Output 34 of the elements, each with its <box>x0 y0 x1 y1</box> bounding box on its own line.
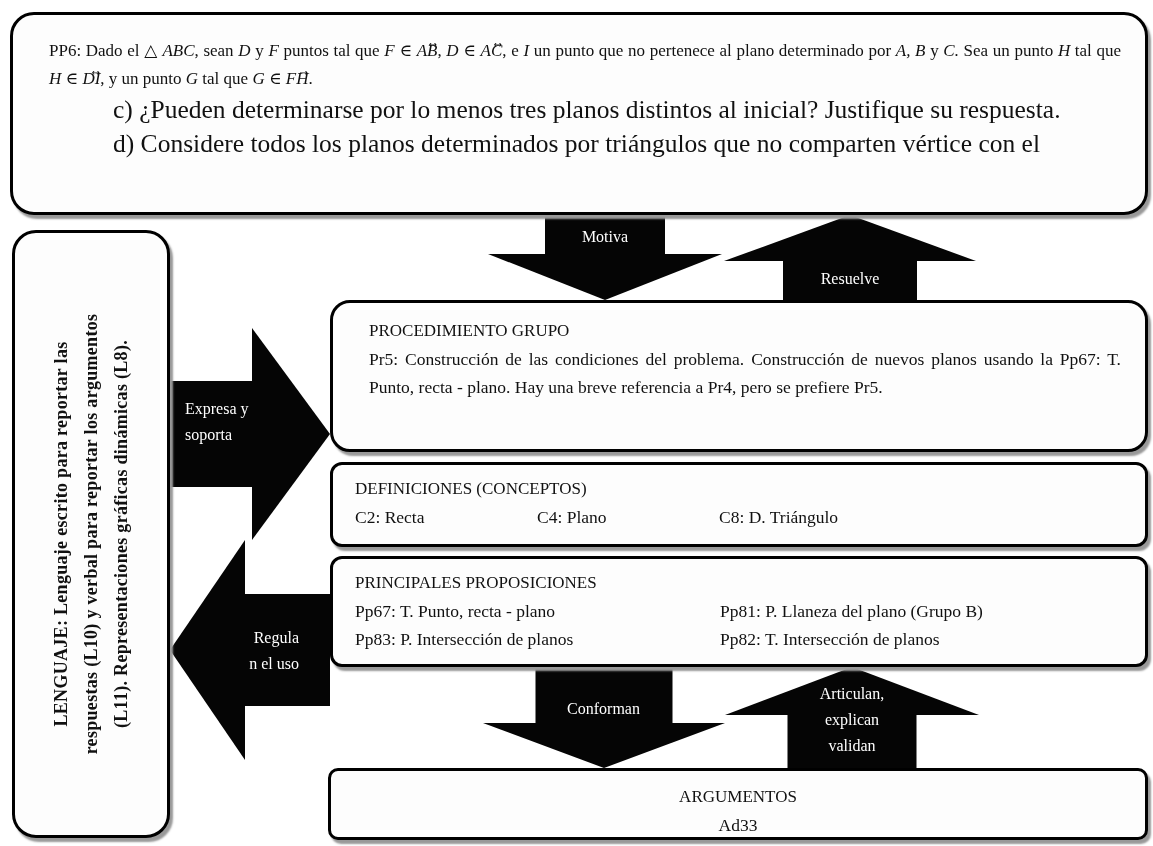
block-arrow <box>725 667 979 768</box>
box-heading: DEFINICIONES (CONCEPTOS) <box>355 478 588 500</box>
list-item: Pp83: P. Intersección de planos <box>355 628 575 651</box>
block-arrow <box>170 540 330 760</box>
edge-label: Articulan, explican validan <box>818 684 886 756</box>
edge-label: Motiva <box>580 227 630 247</box>
block-arrow <box>170 328 330 540</box>
edge-label: Conforman <box>566 699 641 719</box>
problem-statement-box <box>10 12 1148 215</box>
edge-label: Expresa y soporta <box>185 399 250 446</box>
language-text: LENGUAJE: Lenguaje escrito para reportar las respuestas (L10) y verbal para reportar los argumentos (L11). Representaciones gráficas dinámicas (L8). <box>50 312 132 757</box>
box-heading: PROCEDIMIENTO GRUPO <box>369 320 571 342</box>
procedure-box <box>330 300 1148 452</box>
box-heading: PRINCIPALES PROPOSICIONES <box>355 572 598 594</box>
block-arrow <box>488 215 722 300</box>
list-item: C8: D. Triángulo <box>719 506 840 529</box>
list-item: C4: Plano <box>537 506 608 529</box>
question-text: d) Considere todos los planos determinados por triángulos que no comparten vértice con el <box>112 128 1041 160</box>
edge-label: Resuelve <box>819 269 881 289</box>
edge-label: Regula n el uso <box>248 628 299 674</box>
list-item: Pp81: P. Llaneza del plano (Grupo B) <box>720 600 984 623</box>
box-text: Ad33 <box>717 814 759 837</box>
language-box <box>12 230 170 838</box>
list-item: Pp67: T. Punto, recta - plano <box>355 600 557 623</box>
question-text: c) ¿Pueden determinarse por lo menos tres planos distintos al inicial? Justifique su respuesta. <box>112 94 1062 126</box>
list-item: C2: Recta <box>355 506 426 529</box>
problem-text: PP6: Dado el △ ABC, sean D y F puntos tal que F ∈ AB⃡, D ∈ AC⃡, e I un punto que no pertenece al plano determinado por A, B y C. Sea un punto H tal que H ∈ DI⃡, y un punto G tal que G ∈ FH⃗. <box>49 40 1121 90</box>
list-item: Pp82: T. Intersección de planos <box>720 628 941 651</box>
box-heading: ARGUMENTOS <box>678 786 798 808</box>
box-text: Pr5: Construcción de las condiciones del problema. Construcción de nuevos planos usando la Pp67: T. Punto, recta - plano. Hay una breve referencia a Pr4, pero se prefiere Pr5. <box>369 348 1121 399</box>
block-arrow <box>724 215 976 300</box>
list-box <box>330 556 1148 667</box>
list-box <box>330 462 1148 547</box>
arguments-box <box>328 768 1148 840</box>
